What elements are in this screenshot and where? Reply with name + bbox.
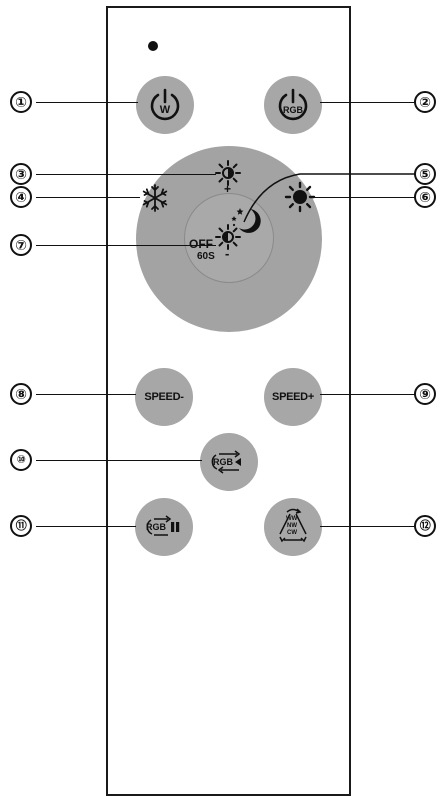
rgb-pause-label: RGB — [146, 522, 166, 532]
rgb-loop-icon — [146, 515, 180, 536]
timer-off-label: OFF — [189, 237, 213, 251]
indicator-led — [148, 41, 158, 51]
callout-7: ⑦ — [10, 234, 32, 256]
leader-line-1 — [36, 102, 138, 103]
leader-line-9 — [320, 394, 416, 395]
rgb-pause-button[interactable]: RGB — [135, 498, 193, 556]
power-w-button[interactable]: W — [136, 76, 194, 134]
leader-line-11 — [36, 526, 136, 527]
timer-time-label: 60S — [197, 251, 215, 262]
callout-9: ⑨ — [414, 383, 436, 405]
speed-plus-label: SPEED+ — [272, 391, 314, 403]
speed-plus-button[interactable]: SPEED+ — [264, 368, 322, 426]
rgb-mode-button[interactable]: RGB — [200, 433, 258, 491]
power-w-label: W — [159, 104, 171, 116]
callout-6: ⑥ — [414, 186, 436, 208]
callout-1: ① — [10, 91, 32, 113]
moon-stars-icon — [231, 208, 261, 233]
brightness-up-sign: + — [224, 182, 232, 196]
callout-10: ⑩ — [10, 449, 32, 471]
speed-minus-button[interactable]: SPEED- — [135, 368, 193, 426]
cct-nw-label: NW — [287, 523, 297, 529]
leader-line-8 — [36, 394, 136, 395]
snowflake-icon[interactable] — [140, 183, 170, 213]
power-icon — [278, 88, 308, 121]
speed-minus-label: SPEED- — [144, 391, 184, 403]
leader-line-2 — [320, 102, 416, 103]
leader-line-7 — [36, 245, 216, 246]
brightness-down-sign: - — [225, 246, 230, 261]
cct-ww-label: WW — [286, 516, 298, 522]
leader-line-3 — [36, 174, 216, 175]
callout-4: ④ — [10, 186, 32, 208]
cct-cycle-button[interactable]: WW NW CW — [264, 498, 322, 556]
callout-5: ⑤ — [414, 163, 436, 185]
brightness-down-icon[interactable] — [215, 224, 241, 250]
rgb-cycle-arrows-icon — [211, 450, 241, 474]
leader-line-4 — [36, 197, 140, 198]
power-icon — [150, 88, 180, 121]
rgb-mode-label: RGB — [213, 457, 233, 467]
power-rgb-label: RGB — [283, 105, 303, 115]
callout-3: ③ — [10, 163, 32, 185]
callout-12: ⑫ — [414, 515, 436, 537]
leader-line-10 — [36, 460, 202, 461]
brightness-up-icon[interactable] — [215, 160, 241, 186]
leader-line-6 — [312, 197, 416, 198]
callout-11: ⑪ — [10, 515, 32, 537]
recycle-triangle-icon — [279, 508, 307, 543]
callout-2: ② — [414, 91, 436, 113]
leader-line-12 — [320, 526, 416, 527]
power-rgb-button[interactable]: RGB — [264, 76, 322, 134]
callout-8: ⑧ — [10, 383, 32, 405]
cct-cw-label: CW — [287, 530, 297, 536]
